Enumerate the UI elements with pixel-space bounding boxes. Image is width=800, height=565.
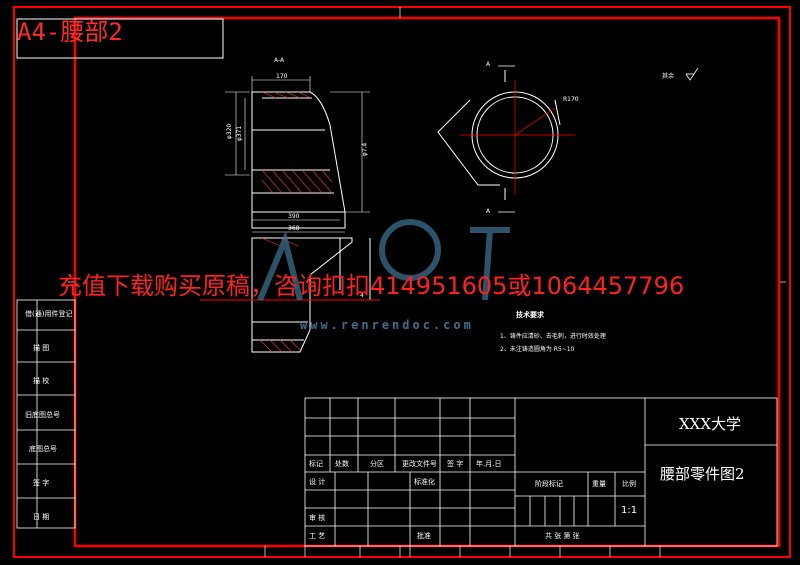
watermark-title: A4-腰部2 <box>17 18 123 46</box>
tb-sheets: 共 张 第 张 <box>545 532 580 540</box>
title-box <box>16 18 224 59</box>
surface-finish-label: 其余 <box>662 73 675 80</box>
dim-bottom-inner: 390 <box>288 213 300 220</box>
tb-stage: 阶段标记 <box>535 480 563 488</box>
cut-label-top: A <box>486 61 491 68</box>
tb-approve: 批准 <box>417 532 431 540</box>
watermark-logo <box>257 219 510 302</box>
dim-lower-height: 4 <box>360 292 364 299</box>
dimension-lines <box>225 76 370 233</box>
tech-item-1: 1、铸件应清砂、去毛刺，进行时效处理 <box>500 333 606 340</box>
dim-top-width: 170 <box>276 73 288 80</box>
section-hatch <box>261 91 333 194</box>
lower-view <box>251 237 371 353</box>
tb-date: 年.月.日 <box>476 460 502 468</box>
dim-bore: φ320 <box>226 123 234 140</box>
side-label-6: 签 字 <box>33 479 50 487</box>
tb-weight: 重量 <box>592 480 606 488</box>
drawing-name: 腰部零件图2 <box>660 465 745 483</box>
tb-scale: 1:1 <box>621 505 638 516</box>
watermark-ad: 充值下载购买原稿，咨询扣扣414951605或1064457796 <box>58 272 685 300</box>
tb-sign: 签 字 <box>447 460 464 468</box>
lower-hatch <box>259 237 301 353</box>
tb-count: 处数 <box>335 460 349 468</box>
zone-ticks <box>264 546 661 557</box>
section-view <box>251 91 346 229</box>
tech-item-2: 2、未注铸造圆角为 R5~10 <box>500 346 575 353</box>
title-block-grid <box>304 397 778 547</box>
cut-label-bottom: A <box>486 208 491 215</box>
watermark-url: www.renrendoc.com <box>300 318 474 332</box>
tech-heading: 技术要求 <box>516 311 544 319</box>
tb-review: 审 核 <box>309 514 326 522</box>
side-label-4: 旧底图总号 <box>25 411 60 419</box>
tb-zone: 分区 <box>370 460 384 468</box>
cut-arrows <box>498 65 515 213</box>
dim-bottom-outer: 368 <box>288 225 300 232</box>
side-label-3: 描 校 <box>33 377 50 385</box>
tb-process: 工 艺 <box>309 532 326 540</box>
section-label: A-A <box>274 57 285 64</box>
tb-ratio: 比例 <box>622 480 636 488</box>
side-label-2: 描 图 <box>33 344 50 352</box>
side-label-7: 日 期 <box>33 513 50 521</box>
outer-border <box>13 6 791 558</box>
school-name: XXX大学 <box>679 415 742 433</box>
dim-height: φ7.4 <box>361 142 369 157</box>
tb-standard: 标准化 <box>414 478 435 486</box>
side-label-5: 底图总号 <box>29 445 57 453</box>
dim-bore2: φ371 <box>236 125 244 142</box>
side-table-grid <box>16 299 76 529</box>
top-centerlines <box>460 80 575 195</box>
tb-design: 设 计 <box>309 478 326 486</box>
tb-change: 更改文件号 <box>402 460 437 468</box>
side-label-1: 借(通)用件登记 <box>25 310 73 318</box>
tb-marks: 标记 <box>309 460 323 468</box>
dim-radius: R170 <box>563 96 579 103</box>
surface-finish-symbol <box>685 67 699 81</box>
